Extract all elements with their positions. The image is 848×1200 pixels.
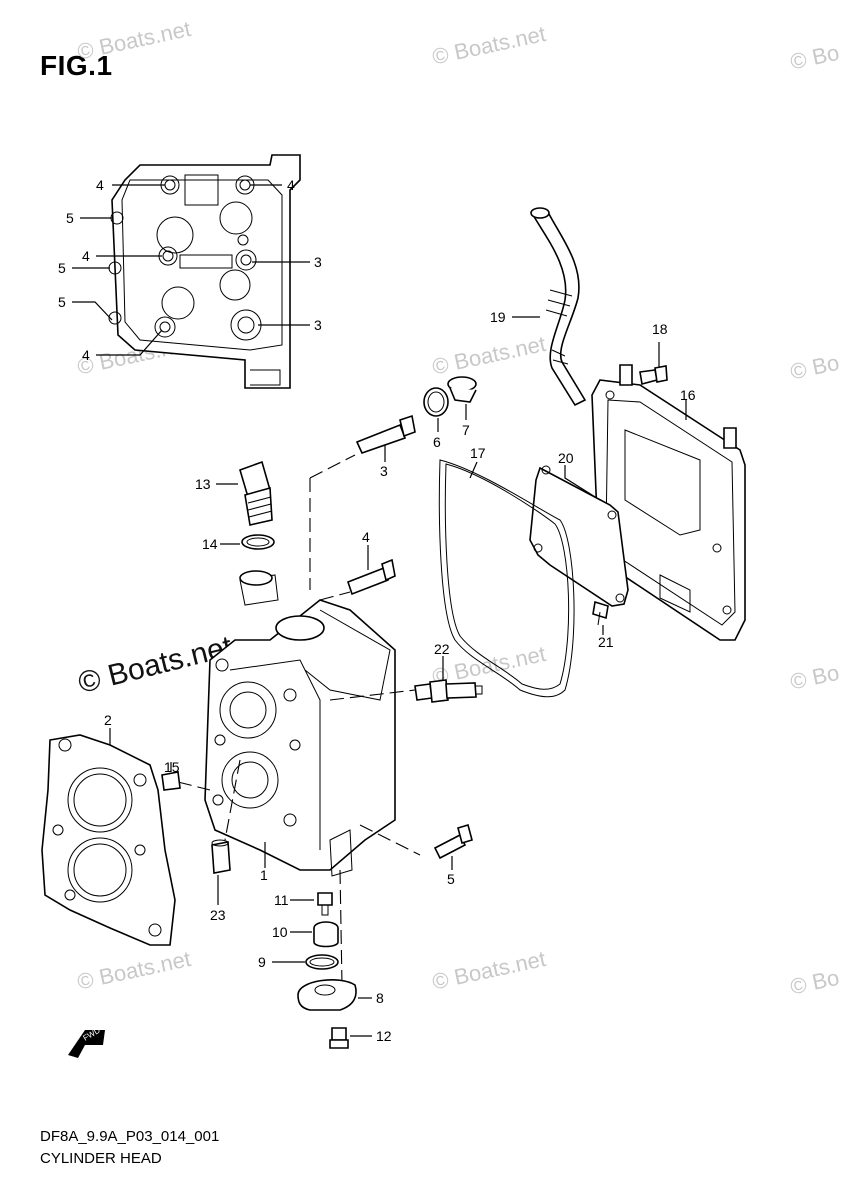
spark-plug-22: [414, 679, 483, 703]
diagram-code: DF8A_9.9A_P03_014_001: [40, 1128, 220, 1145]
callout: 4: [96, 177, 104, 193]
callout: 4: [82, 248, 90, 264]
callout: 13: [195, 476, 211, 492]
callout: 4: [362, 529, 370, 545]
bolt-3: [355, 414, 416, 454]
oil-filler-cap-7: [447, 376, 477, 403]
callout: 10: [272, 924, 288, 940]
fwd-arrow-icon: FWD: [68, 1026, 105, 1058]
bolt-18: [639, 365, 668, 385]
collar-10: [313, 921, 339, 948]
callout: 14: [202, 536, 218, 552]
callout: 3: [314, 317, 322, 333]
callout: 3: [380, 463, 388, 479]
callout: 8: [376, 990, 384, 1006]
o-ring-14: [241, 534, 275, 550]
bolt-21: [592, 600, 609, 626]
callout: 15: [164, 759, 180, 775]
cylinder-head-top-view: [108, 154, 301, 389]
callout: 5: [58, 260, 66, 276]
callout: 17: [470, 445, 486, 461]
callout: 11: [274, 892, 289, 908]
callout: 9: [258, 954, 266, 970]
diagram-name: CYLINDER HEAD: [40, 1150, 162, 1167]
cover-seal-17: [438, 459, 575, 698]
bolt-12: [329, 1027, 349, 1049]
callout: 3: [314, 254, 322, 270]
bolt-4: [347, 558, 396, 596]
callout: 12: [376, 1028, 392, 1044]
holder-8: [297, 979, 357, 1011]
callout: 5: [447, 871, 455, 887]
callout: 19: [490, 309, 506, 325]
callout: 4: [287, 177, 295, 193]
o-ring-9: [305, 954, 339, 970]
figure-title: FIG.1: [40, 50, 113, 81]
bolt-5: [433, 823, 473, 860]
gasket-20: [529, 465, 629, 607]
head-cover-16: [591, 364, 746, 641]
leaders-top-view: [72, 184, 310, 356]
callout: 1: [260, 867, 268, 883]
callout: 5: [66, 210, 74, 226]
callout: 18: [652, 321, 668, 337]
plug-13: [239, 460, 273, 526]
bolt-11: [317, 892, 333, 916]
cylinder-head-1: [204, 570, 396, 877]
callout: 2: [104, 712, 112, 728]
callout: 22: [434, 641, 450, 657]
callout: 4: [82, 347, 90, 363]
callout: 7: [462, 422, 470, 438]
hose-19: [530, 207, 587, 407]
guide-23: [211, 839, 231, 874]
callout: 20: [558, 450, 574, 466]
o-ring-6: [423, 387, 449, 417]
callout: 21: [598, 634, 614, 650]
callout: 16: [680, 387, 696, 403]
callout: 23: [210, 907, 226, 923]
dowel-pin-15: [161, 771, 181, 791]
head-gasket-2: [41, 734, 176, 946]
callout-labels: 4 4 5 4 5 3 5 3 4 19 18 16 6 7 3 17 20 1…: [58, 177, 696, 1044]
callout: 5: [58, 294, 66, 310]
callout: 6: [433, 434, 441, 450]
